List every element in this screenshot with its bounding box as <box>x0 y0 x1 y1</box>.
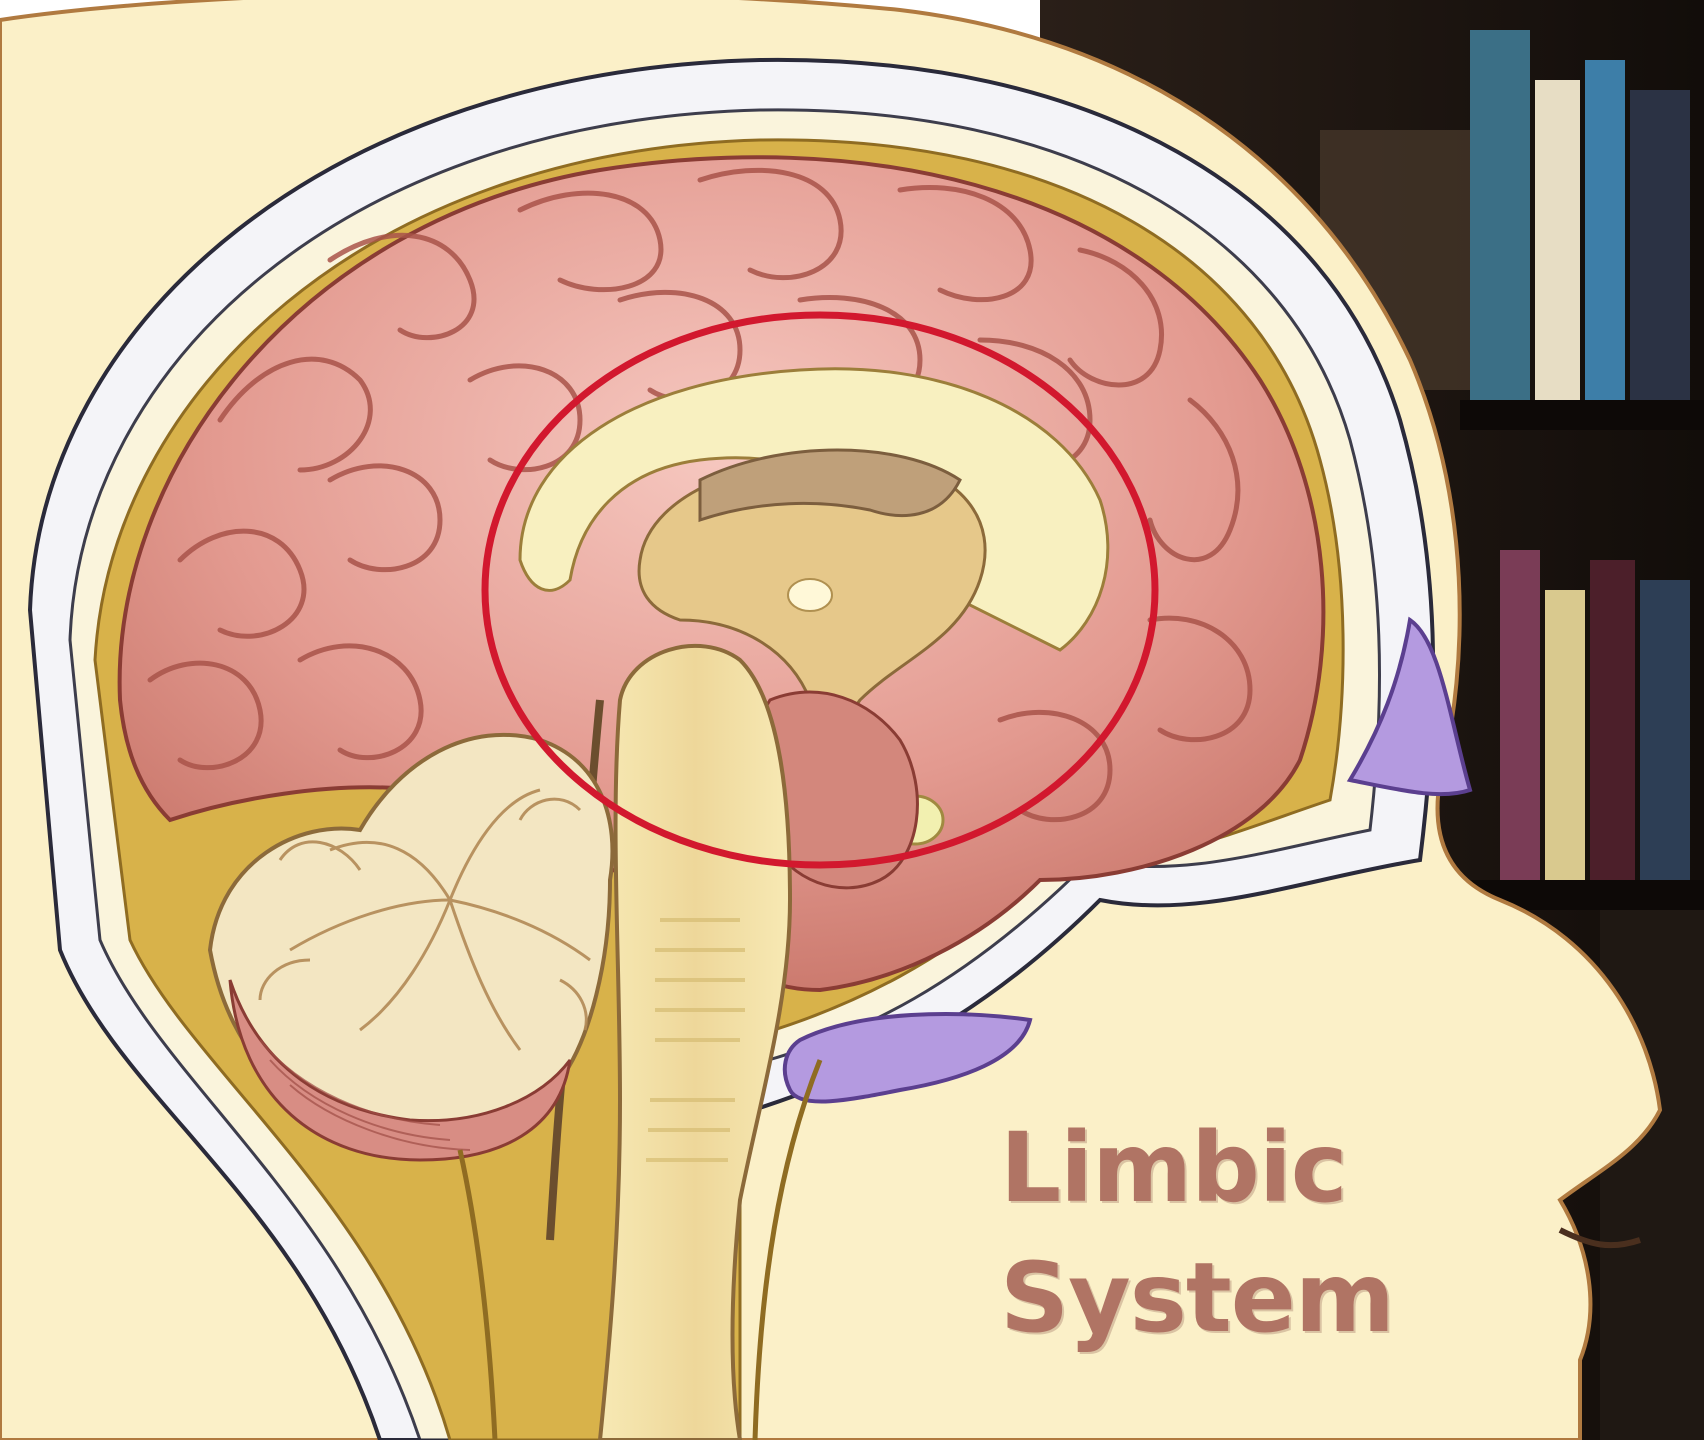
caption-system: System <box>1000 1250 1420 1346</box>
caption-limbic: Limbic <box>1000 1120 1420 1216</box>
